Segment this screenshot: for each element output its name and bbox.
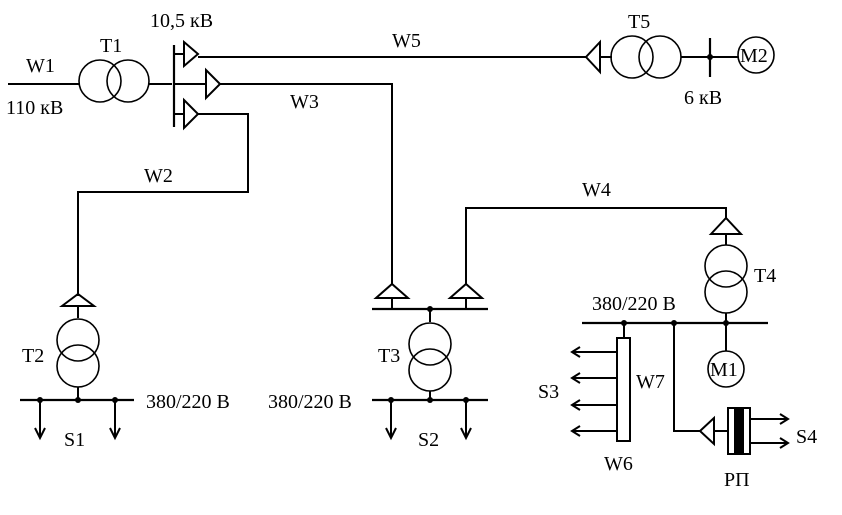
label-380-t3: 380/220 В (268, 391, 352, 413)
label-380-t4: 380/220 В (592, 293, 676, 315)
label-10-5kv: 10,5 кВ (150, 10, 213, 32)
label-t5: T5 (628, 11, 650, 33)
distribution-point-rp (727, 407, 790, 455)
transformer-t1 (78, 59, 150, 103)
transformer-t4 (704, 244, 748, 314)
label-rp: РП (724, 469, 750, 491)
bus-6kv (681, 38, 738, 77)
terminal-t3-w4 (447, 282, 485, 309)
line-w4 (465, 207, 744, 284)
label-t4: T4 (754, 265, 776, 287)
line-w3 (174, 67, 393, 284)
label-w4: W4 (582, 179, 611, 201)
label-s1: S1 (64, 429, 85, 451)
terminal-t3-w3 (373, 282, 411, 309)
label-s3: S3 (538, 381, 559, 403)
label-w5: W5 (392, 30, 421, 52)
transformer-t5 (610, 35, 682, 79)
label-m1: M1 (710, 359, 738, 381)
label-w6: W6 (604, 453, 633, 475)
label-6kv: 6 кВ (684, 87, 722, 109)
label-t1: T1 (100, 35, 122, 57)
bus-380-t3 (372, 397, 488, 441)
label-t2: T2 (22, 345, 44, 367)
bus-380-t2 (20, 397, 134, 441)
label-w3: W3 (290, 91, 319, 113)
line-w2 (77, 97, 249, 296)
transformer-t3 (408, 322, 452, 392)
label-m2: M2 (740, 45, 768, 67)
motor-m2 (737, 36, 775, 74)
line-w5 (174, 39, 601, 75)
label-t3: T3 (378, 345, 400, 367)
motor-m1 (707, 350, 745, 388)
line-w7 (673, 323, 728, 447)
label-w1: W1 (26, 55, 55, 77)
label-w2: W2 (144, 165, 173, 187)
label-s2: S2 (418, 429, 439, 451)
label-380-t2: 380/220 В (146, 391, 230, 413)
terminal-t2 (59, 292, 97, 318)
label-110kv: 110 кВ (6, 97, 63, 119)
busbar-w6 (570, 323, 631, 442)
transformer-t2 (56, 318, 100, 388)
label-s4: S4 (796, 426, 817, 448)
label-w7: W7 (636, 371, 665, 393)
